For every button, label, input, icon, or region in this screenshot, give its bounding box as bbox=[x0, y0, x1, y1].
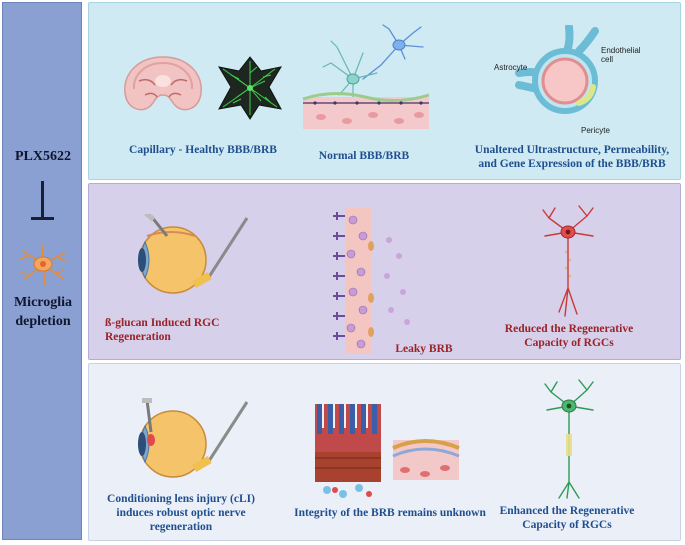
caption-leaky-barrier: Leaky BRB bbox=[395, 343, 453, 355]
caption-normal-barrier: Normal BBB/BRB bbox=[318, 150, 410, 162]
eye-lens-injury-icon bbox=[138, 398, 249, 478]
panel-healthy-barrier: Capillary - Healthy BBB/BRB Normal BBB/B… bbox=[88, 2, 681, 180]
rgc-reduced-regeneration-icon bbox=[542, 205, 594, 317]
inhibition-arrow-bar bbox=[31, 217, 54, 220]
microglia-depletion-label: Microglia depletion bbox=[13, 295, 73, 329]
microglia-cell-icon bbox=[20, 244, 66, 286]
retinal-flatmount-icon bbox=[217, 56, 283, 120]
panel-lens-injury: Conditioning lens injury (cLI) induces r… bbox=[88, 363, 681, 541]
caption-beta-glucan: ß-glucan Induced RGC Regeneration bbox=[105, 317, 220, 343]
inhibition-arrow-line bbox=[41, 181, 44, 217]
caption-enhanced-regeneration: Enhanced the Regenerative Capacity of RG… bbox=[499, 505, 635, 531]
caption-lens-injury: Conditioning lens injury (cLI) induces r… bbox=[107, 493, 255, 533]
neurovascular-unit-icon bbox=[515, 25, 599, 114]
caption-unaltered-barrier: Unaltered Ultrastructure, Permeability, … bbox=[474, 144, 670, 170]
caption-integrity-unknown: Integrity of the BRB remains unknown bbox=[294, 507, 486, 519]
eye-injection-icon bbox=[138, 214, 249, 294]
normal-barrier-illustration bbox=[302, 24, 430, 129]
pericyte-label: Pericyte bbox=[581, 126, 610, 135]
caption-capillary-healthy: Capillary - Healthy BBB/BRB bbox=[129, 144, 277, 156]
panel-beta-glucan: ß-glucan Induced RGC Regeneration Leaky … bbox=[88, 183, 681, 360]
sidebar: PLX5622 Microglia depletion bbox=[2, 2, 82, 540]
astrocyte-label: Astrocyte bbox=[494, 63, 528, 72]
drug-label: PLX5622 bbox=[15, 149, 71, 164]
leaky-barrier-illustration bbox=[333, 208, 410, 354]
endothelial-cell-label: Endothelial cell bbox=[601, 46, 641, 64]
retina-cross-section-icon bbox=[124, 56, 202, 111]
caption-reduced-regeneration: Reduced the Regenerative Capacity of RGC… bbox=[504, 323, 634, 349]
rgc-enhanced-regeneration-icon bbox=[544, 379, 594, 499]
barrier-integrity-unknown-illustration bbox=[315, 404, 460, 498]
